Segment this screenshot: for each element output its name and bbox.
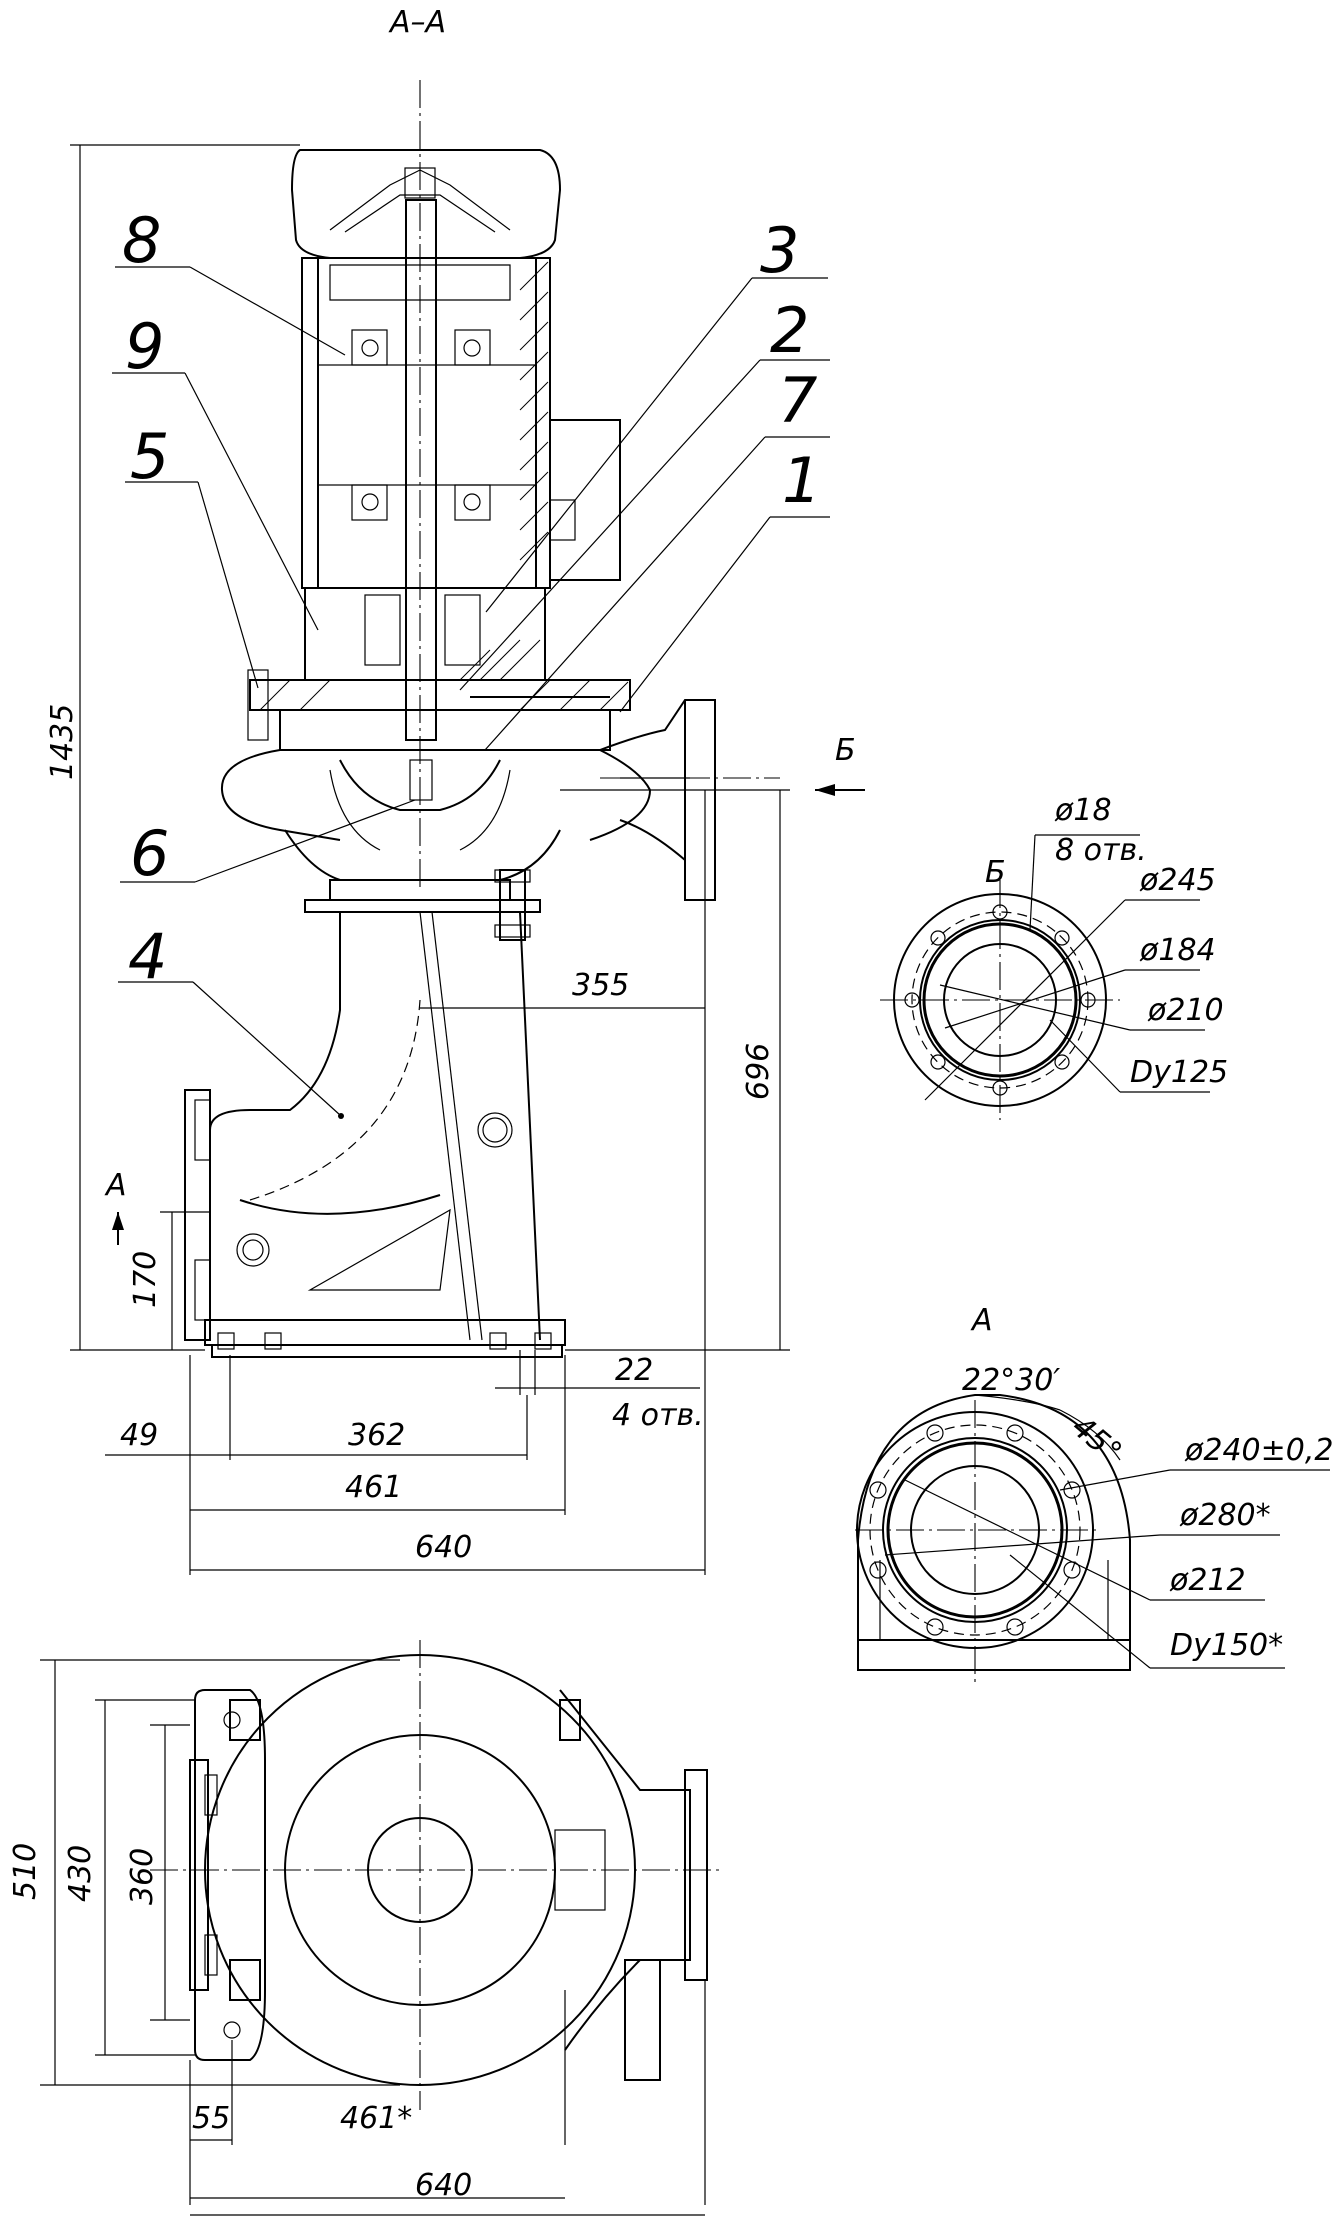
dim-55: 55 <box>192 2101 230 2136</box>
dim-696: 696 <box>741 1043 776 1100</box>
dim-510: 510 <box>8 1843 43 1900</box>
dim-355: 355 <box>572 968 629 1003</box>
callout-6: 6 <box>130 817 169 890</box>
dim-360: 360 <box>125 1848 160 1905</box>
dim-170: 170 <box>128 1251 163 1308</box>
section-dimensions: 1435 696 355 170 22 4 отв. 49 362 461 64… <box>45 144 790 1575</box>
view-a-flange: А 22°30′ 45° ø240±0,2 ø280* ø212 Dy150* <box>855 1303 1333 1685</box>
dim-a-d212: ø212 <box>1169 1563 1246 1598</box>
callout-9: 9 <box>125 310 164 383</box>
dim-b-holes: 8 отв. <box>1055 833 1147 868</box>
dim-461: 461 <box>345 1470 402 1505</box>
callout-1: 1 <box>782 444 821 517</box>
dim-362: 362 <box>348 1418 405 1453</box>
callout-3: 3 <box>760 214 799 287</box>
dim-49: 49 <box>120 1418 158 1453</box>
part-callouts: 8 9 5 6 4 3 2 7 1 <box>112 204 830 1119</box>
callout-2: 2 <box>770 294 809 367</box>
view-b-flange: Б ø18 8 отв. ø245 ø184 ø210 Dy125 <box>880 793 1228 1120</box>
dim-a-angle1: 22°30′ <box>962 1363 1060 1398</box>
callout-4: 4 <box>128 920 167 993</box>
dim-b-d210: ø210 <box>1147 993 1224 1028</box>
dim-640-plan: 640 <box>415 2168 472 2203</box>
dim-640: 640 <box>415 1530 472 1565</box>
view-arrows: Б А <box>104 733 865 1245</box>
dim-461-star: 461* <box>340 2101 412 2136</box>
dim-b-dy: Dy125 <box>1130 1055 1228 1090</box>
section-view: А–А <box>184 5 780 1358</box>
callout-5: 5 <box>130 420 169 493</box>
dim-430: 430 <box>63 1845 98 1902</box>
dim-a-d240: ø240±0,2 <box>1184 1433 1333 1468</box>
motor-housing-hatch <box>519 261 549 561</box>
view-b-title: Б <box>985 855 1006 890</box>
callout-7: 7 <box>778 364 817 437</box>
arrow-a-label: А <box>104 1168 127 1203</box>
dim-b-d184: ø184 <box>1139 933 1216 968</box>
view-a-title: А <box>970 1303 993 1338</box>
dim-b-d18: ø18 <box>1054 793 1112 828</box>
dim-a-dy: Dy150* <box>1170 1628 1283 1663</box>
dim-a-d280: ø280* <box>1179 1498 1271 1533</box>
callout-8: 8 <box>122 204 161 277</box>
dim-1435: 1435 <box>45 704 80 780</box>
plan-view: 510 430 360 55 461* 640 <box>8 1640 720 2216</box>
cover-hatch <box>259 679 629 711</box>
dim-22-holes: 4 отв. <box>612 1398 704 1433</box>
dim-22: 22 <box>615 1353 653 1388</box>
housing-hatch <box>459 639 541 681</box>
section-title: А–А <box>388 5 446 40</box>
arrow-b-label: Б <box>835 733 856 768</box>
dim-b-d245: ø245 <box>1139 863 1216 898</box>
